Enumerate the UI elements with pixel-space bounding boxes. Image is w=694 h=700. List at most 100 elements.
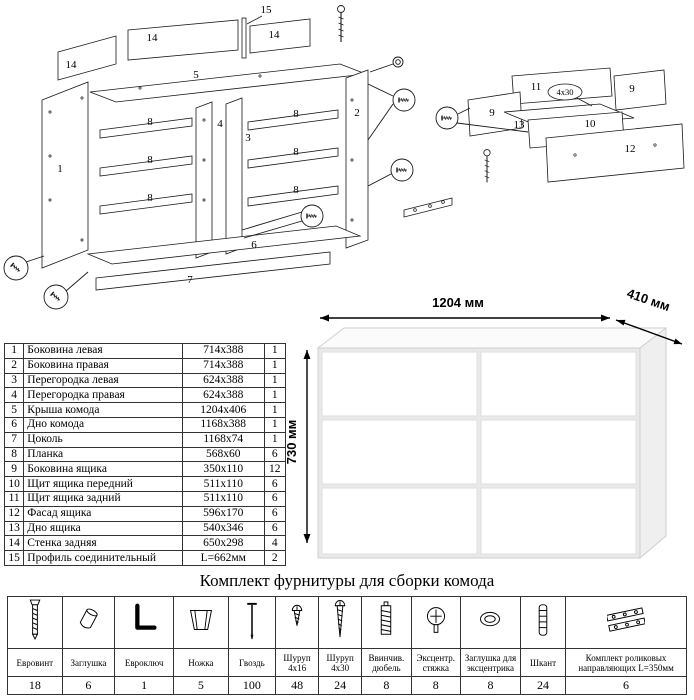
diagram-part-label: 15 (261, 4, 273, 16)
hardware-item-label: Евроключ (114, 648, 175, 677)
parts-cell-num: 15 (3, 550, 25, 566)
parts-cell-num: 14 (3, 535, 25, 552)
parts-cell-qty: 6 (263, 446, 287, 463)
diagram-part-label: 5 (193, 69, 199, 81)
parts-cell-size: 511x110 (182, 476, 265, 492)
diagram-part-label: 8 (293, 108, 299, 120)
parts-cell-qty: 1 (263, 372, 287, 389)
parts-cell-size: 714x388 (182, 343, 265, 359)
hardware-item-label: Ножка (173, 648, 229, 677)
parts-cell-name: Перегородка левая (23, 372, 184, 389)
parts-cell-size: 650x298 (182, 535, 265, 552)
diagram-part-label: 8 (147, 192, 153, 204)
icon-wood-dowel (519, 596, 567, 649)
parts-cell-num: 8 (3, 446, 25, 463)
hardware-item-qty: 6 (61, 676, 116, 695)
hardware-item-qty: 1 (114, 676, 175, 695)
hardware-item-label: Шкант (519, 648, 567, 677)
drawer-front (480, 487, 637, 555)
diagram-part-label: 9 (629, 83, 635, 95)
parts-cell-size: 1204x406 (182, 402, 265, 418)
parts-cell-name: Дно комода (23, 416, 184, 433)
icon-cam-lock (410, 596, 461, 649)
hardware-item-qty: 24 (519, 676, 567, 695)
diagram-part-label: 11 (531, 81, 542, 93)
diagram-part-label: 14 (66, 59, 78, 71)
hardware-item-qty: 48 (275, 676, 320, 695)
drawer-front (480, 351, 637, 417)
icon-cam-cap (459, 596, 521, 649)
hardware-item-qty: 100 (227, 676, 277, 695)
parts-cell-size: L=662мм (182, 550, 265, 566)
parts-cell-size: 511x110 (182, 490, 265, 507)
hardware-callout (3, 56, 416, 310)
dresser-render: 1204 мм 410 мм 730 мм (285, 287, 683, 560)
depth-label: 410 мм (625, 287, 672, 314)
drawer-front (321, 351, 478, 417)
cabinet-exploded-view (3, 4, 453, 310)
parts-cell-qty: 1 (263, 402, 287, 418)
parts-cell-name: Перегородка правая (23, 387, 184, 404)
parts-cell-num: 9 (3, 461, 25, 478)
parts-cell-qty: 6 (263, 476, 287, 492)
parts-cell-qty: 1 (263, 357, 287, 374)
parts-cell-size: 624x388 (182, 387, 265, 404)
parts-cell-size: 624x388 (182, 372, 265, 389)
drawer-exploded-view (435, 67, 685, 183)
icon-roller-guides (565, 596, 687, 649)
diagram-part-label: 14 (269, 29, 281, 41)
parts-cell-size: 596x170 (182, 505, 265, 522)
icon-hex-key (114, 596, 175, 649)
hardware-item-qty: 6 (565, 676, 687, 695)
icon-leg (173, 596, 229, 649)
parts-cell-qty: 1 (263, 387, 287, 404)
page-title: Комплект фурнитуры для сборки комода (199, 571, 495, 590)
diagram-part-label: 4 (217, 118, 223, 130)
hardware-icons-row (7, 596, 687, 649)
hardware-item-label: Шуруп 4x16 (275, 648, 320, 677)
parts-cell-qty: 6 (263, 520, 287, 537)
parts-cell-num: 7 (3, 431, 25, 448)
diagram-part-label: 4x30 (557, 87, 574, 97)
parts-cell-name: Щит ящика задний (23, 490, 184, 507)
diagram-part-label: 1 (57, 163, 63, 175)
hardware-item-qty: 5 (173, 676, 229, 695)
hardware-item-qty: 8 (410, 676, 461, 695)
hardware-item-label: Заглушка (61, 648, 116, 677)
icon-screw-4x30 (318, 596, 363, 649)
icon-plug-cap (61, 596, 116, 649)
diagram-part-label: 3 (245, 132, 251, 144)
drawer-rail-detail (403, 197, 453, 218)
diagram-part-label: 8 (293, 184, 299, 196)
diagram-part-label: 8 (147, 116, 153, 128)
icon-screw-4x16 (275, 596, 320, 649)
parts-cell-name: Щит ящика передний (23, 476, 184, 492)
parts-cell-qty: 6 (263, 505, 287, 522)
parts-cell-num: 6 (3, 416, 25, 433)
parts-cell-name: Фасад ящика (23, 505, 184, 522)
parts-cell-qty: 6 (263, 490, 287, 507)
diagram-part-label: 7 (187, 274, 193, 286)
parts-cell-num: 13 (3, 520, 25, 537)
parts-cell-name: Планка (23, 446, 184, 463)
parts-cell-name: Дно ящика (23, 520, 184, 537)
parts-cell-qty: 1 (263, 416, 287, 433)
hardware-item-qty: 8 (361, 676, 412, 695)
hardware-item-qty: 8 (459, 676, 521, 695)
parts-cell-name: Цоколь (23, 431, 184, 448)
parts-cell-name: Боковина ящика (23, 461, 184, 478)
